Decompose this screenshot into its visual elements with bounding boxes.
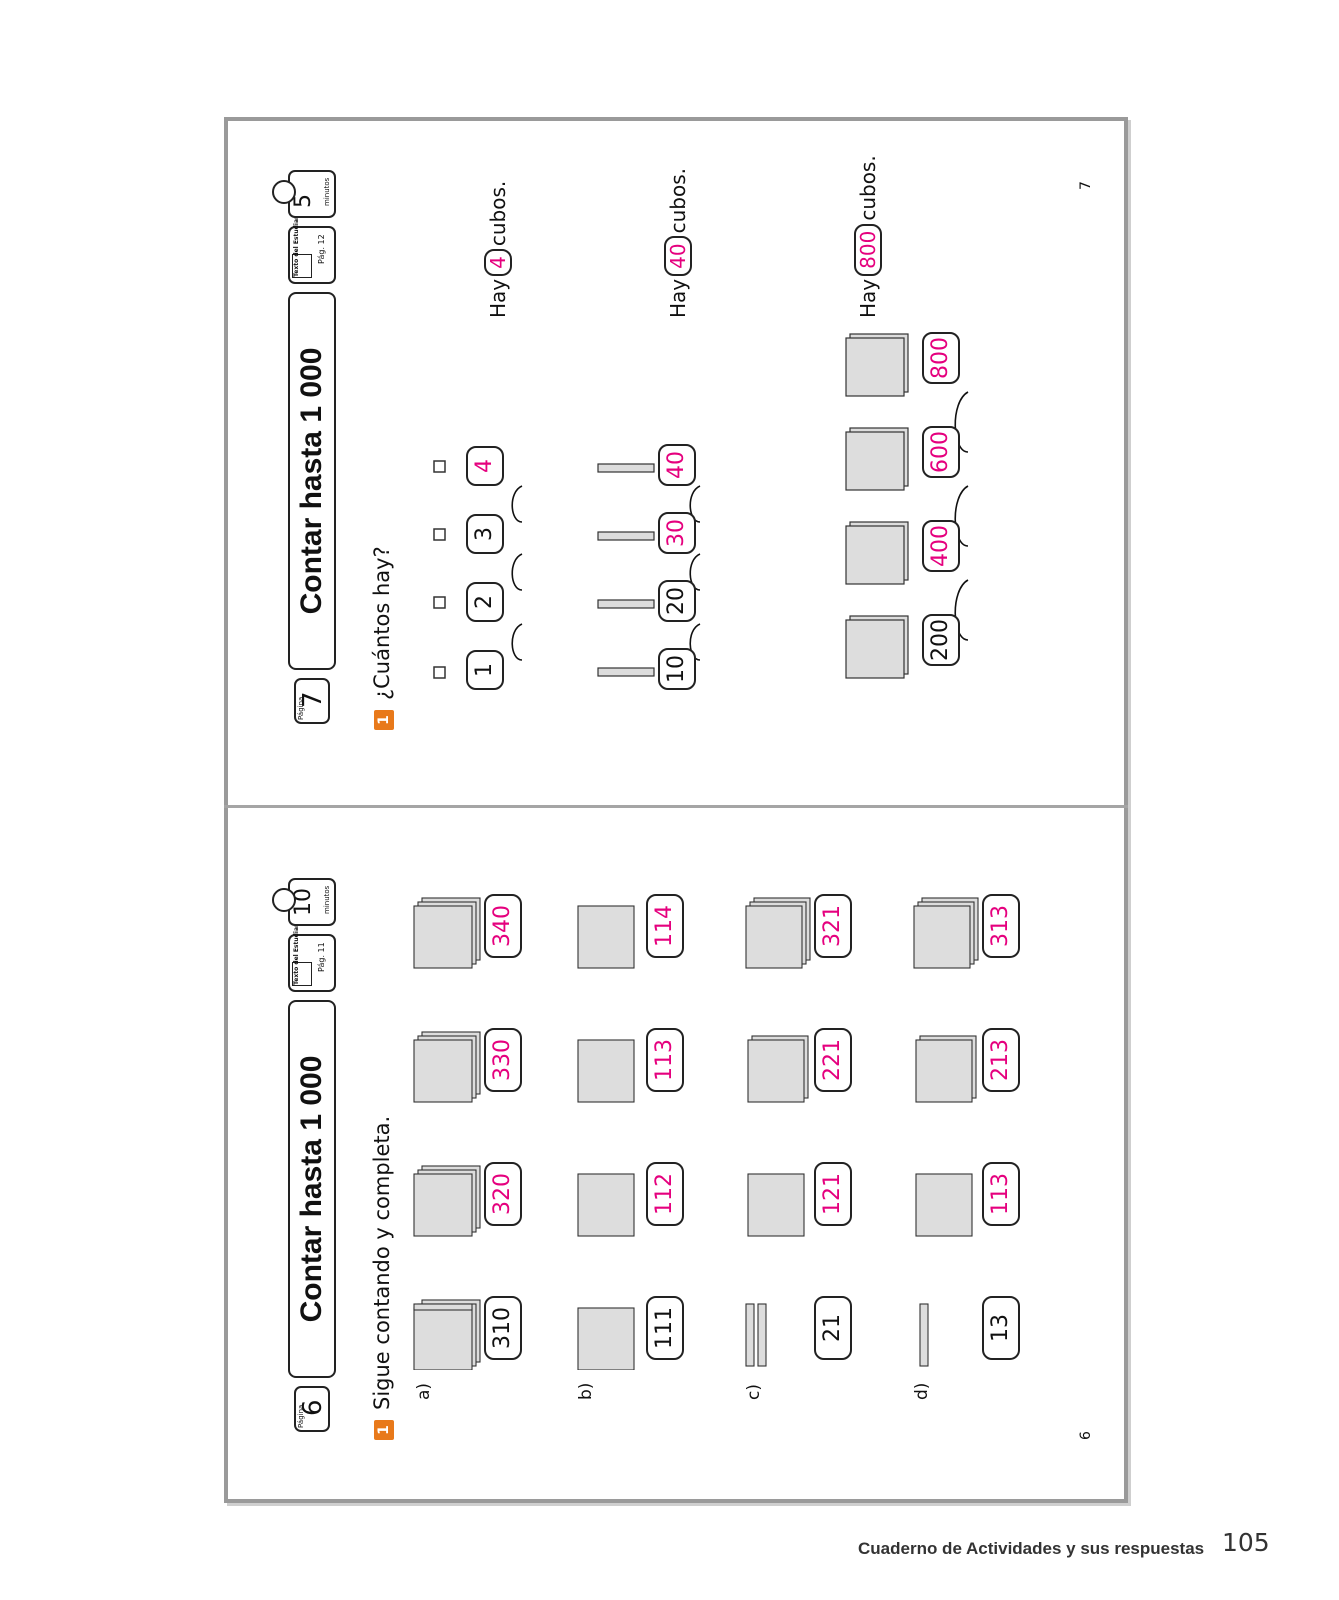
answer-box: 114 [646, 894, 684, 958]
base-ten-blocks-b [577, 905, 635, 1370]
book-icon: Texto del Estudiante [292, 916, 312, 986]
answer-box: 40 [658, 444, 696, 486]
count-box: 10 [658, 648, 696, 690]
answer-box: 321 [814, 894, 852, 958]
count-box: 21 [814, 1296, 852, 1360]
answer-box: 113 [982, 1162, 1020, 1226]
count-box: 310 [484, 1296, 522, 1360]
page-title: Contar hasta 1 000 [288, 292, 336, 670]
answer-box: 221 [814, 1028, 852, 1092]
footer-page-number: 105 [1222, 1528, 1270, 1557]
total-answer: 40 [664, 236, 692, 276]
answer-box: 320 [484, 1162, 522, 1226]
answer-box: 213 [982, 1028, 1020, 1092]
page-title: Contar hasta 1 000 [288, 1000, 336, 1378]
answer-box: 800 [922, 332, 960, 384]
total-answer: 4 [484, 249, 512, 276]
answer-box: 313 [982, 894, 1020, 958]
base-ten-blocks-a [413, 897, 481, 1370]
workbook-spread [224, 117, 1128, 1503]
answer-box: 400 [922, 520, 960, 572]
instruction-text: Sigue contando y completa. [370, 1115, 394, 1410]
clock-icon [272, 888, 296, 912]
count-box: 1 [466, 650, 504, 690]
answer-box: 340 [484, 894, 522, 958]
texto-estudiante-box: Texto del Estudiante Pág. 11 [288, 916, 336, 992]
instruction-text: ¿Cuántos hay? [370, 546, 394, 700]
unit-cubes [433, 460, 523, 679]
count-box: 20 [658, 580, 696, 622]
count-box: 2 [466, 582, 504, 622]
page-number: 6 [298, 1399, 328, 1416]
ten-rods [597, 463, 701, 677]
base-ten-blocks-c [745, 897, 811, 1367]
page-number-box: Página 7 [294, 678, 330, 724]
texto-estudiante-box: Texto del Estudiante Pág. 12 [288, 208, 336, 284]
count-box: 200 [922, 614, 960, 666]
base-ten-blocks-d [913, 897, 979, 1367]
exercise-badge: 1 [374, 710, 394, 730]
answer-box: 600 [922, 426, 960, 478]
answer-box: 121 [814, 1162, 852, 1226]
answer-box: 30 [658, 512, 696, 554]
book-icon: Texto del Estudiante [292, 208, 312, 278]
count-box: 3 [466, 514, 504, 554]
page-divider [224, 805, 1128, 808]
page-number-box: Página 6 [294, 1386, 330, 1432]
count-box: 13 [982, 1296, 1020, 1360]
answer-box: 113 [646, 1028, 684, 1092]
answer-box: 330 [484, 1028, 522, 1092]
clock-icon [272, 180, 296, 204]
answer-box: 112 [646, 1162, 684, 1226]
answer-box: 4 [466, 446, 504, 486]
total-answer: 800 [854, 223, 882, 276]
page-number: 7 [298, 691, 328, 708]
exercise-badge: 1 [374, 1420, 394, 1440]
hundred-flats [845, 333, 969, 679]
footer-title: Cuaderno de Actividades y sus respuestas [858, 1539, 1205, 1558]
count-box: 111 [646, 1296, 684, 1360]
